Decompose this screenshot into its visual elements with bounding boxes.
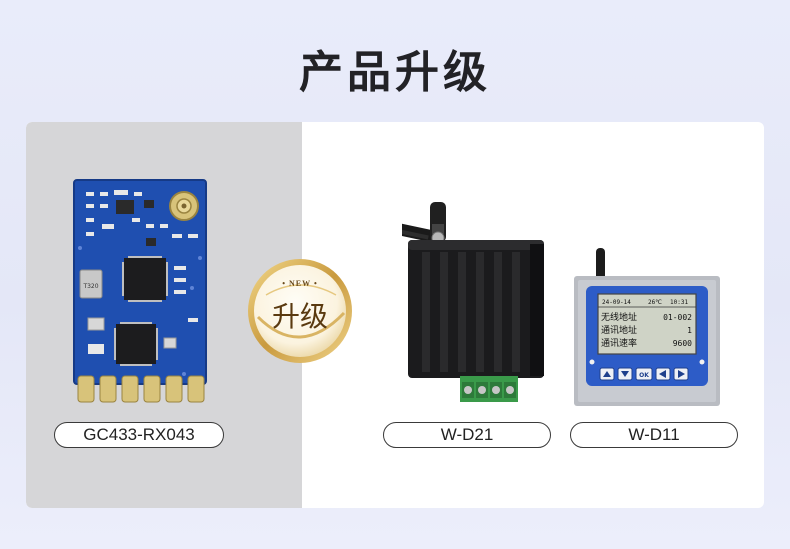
lcd-date: 24-09-14 — [602, 299, 631, 306]
w-d21-device-image — [402, 201, 544, 402]
lcd-time: 10:31 — [670, 299, 688, 306]
product-card: T320 GC433-RX043 — [26, 122, 764, 508]
lcd-row-3-name: 通讯速率 — [601, 337, 637, 349]
badge-medal-icon — [248, 259, 352, 363]
lcd-row-2-value: 1 — [687, 326, 692, 335]
w-d11-device-image: 24-09-14 26℃ 10:31 无线地址 01-002 通讯地址 1 通讯… — [574, 248, 720, 406]
lcd-row-1-name: 无线地址 — [601, 311, 637, 323]
svg-text:T320: T320 — [82, 283, 98, 290]
gc433-module-image: T320 — [73, 179, 207, 403]
lcd-row-2-name: 通讯地址 — [601, 324, 637, 336]
badge-label: 升级 — [271, 300, 328, 333]
lcd-ok-button-label: OK — [639, 372, 649, 379]
upgrade-badge: • NEW • 升级 — [244, 255, 356, 367]
page-title: 产品升级 — [299, 47, 491, 98]
product-label-w-d21: W-D21 — [383, 422, 551, 448]
lcd-temp: 26℃ — [648, 299, 662, 306]
product-label-gc433: GC433-RX043 — [54, 422, 224, 448]
badge-new-text: • NEW • — [282, 279, 318, 288]
lcd-row-3-value: 9600 — [673, 339, 692, 348]
lcd-row-1-value: 01-002 — [663, 313, 692, 322]
product-label-w-d11: W-D11 — [570, 422, 738, 448]
